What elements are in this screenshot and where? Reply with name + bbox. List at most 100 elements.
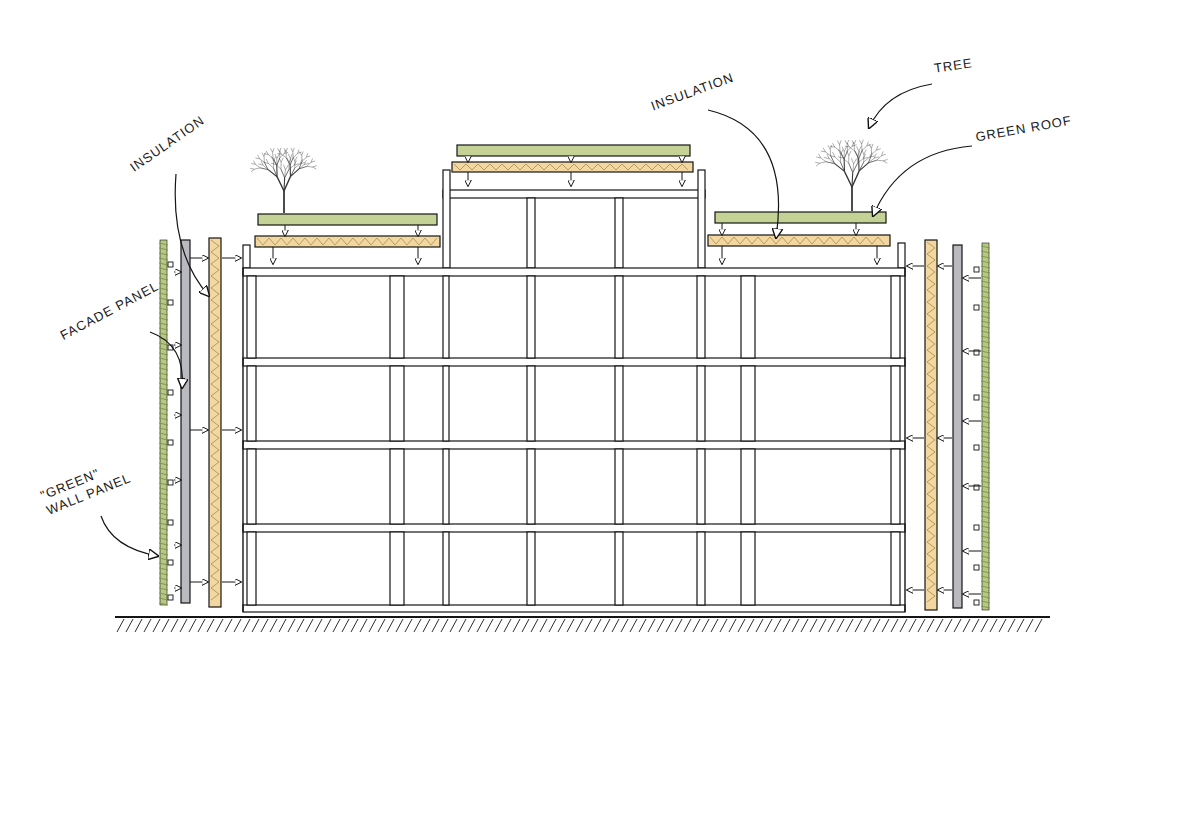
tree-branch	[851, 187, 853, 211]
green-wall-foliage	[981, 271, 990, 273]
insulation-hatch	[257, 238, 437, 245]
column	[247, 532, 256, 605]
column	[741, 449, 755, 524]
load-arrow	[907, 590, 924, 591]
green-wall-foliage	[159, 518, 168, 520]
ground-hatch	[1008, 619, 1015, 632]
green-wall-foliage	[159, 453, 168, 455]
tree-branch	[307, 166, 313, 168]
green-wall-foliage	[981, 266, 990, 268]
tree-branch	[862, 140, 864, 144]
tree-branch	[820, 162, 826, 163]
green-wall-foliage	[159, 493, 168, 495]
floor-slab	[243, 524, 905, 532]
ground-hatch	[396, 619, 403, 632]
ground-hatch	[1017, 619, 1024, 632]
callout-label: TREE	[933, 55, 974, 76]
tree-branch	[857, 159, 863, 164]
tree-branch	[849, 147, 854, 151]
ground-hatch	[243, 619, 250, 632]
tree-branch	[854, 159, 857, 164]
green-wall-foliage	[159, 348, 168, 350]
leader-line	[150, 332, 182, 388]
ground-line	[115, 616, 1050, 618]
load-arrow	[856, 223, 857, 235]
ground-hatch	[117, 619, 124, 632]
green-wall-foliage	[981, 276, 990, 278]
green-wall-foliage	[159, 378, 168, 380]
ground-hatch	[477, 619, 484, 632]
ground-hatch	[981, 619, 988, 632]
green-wall-foliage	[981, 366, 990, 368]
insulation-layer	[708, 235, 890, 246]
column	[390, 366, 404, 441]
ground-hatch	[675, 619, 682, 632]
tree-branch	[258, 155, 260, 159]
tree-branch	[849, 163, 853, 173]
green-roof-layer	[457, 145, 690, 156]
ground-hatch	[333, 619, 340, 632]
green-wall-foliage	[159, 458, 168, 460]
tree-branch	[845, 140, 847, 144]
ground-hatch	[864, 619, 871, 632]
green-wall-foliage	[159, 558, 168, 560]
green-wall-foliage	[159, 263, 168, 265]
wall-bracket	[168, 595, 173, 600]
green-wall-foliage	[981, 336, 990, 338]
green-wall-foliage	[981, 491, 990, 493]
tree-branch	[293, 148, 294, 152]
insulation-layer	[452, 162, 693, 172]
ground-hatch	[801, 619, 808, 632]
tree-branch	[295, 157, 297, 161]
green-wall-foliage	[159, 268, 168, 270]
tree-branch	[854, 140, 856, 144]
green-wall-foliage	[159, 528, 168, 530]
tree-branch	[840, 154, 841, 161]
leader-line	[175, 174, 209, 296]
green-wall-foliage	[981, 286, 990, 288]
tree-branch	[262, 153, 264, 157]
insulation-layer	[255, 236, 440, 247]
ground-hatch	[783, 619, 790, 632]
load-arrow	[174, 545, 181, 546]
tree-branch	[284, 170, 286, 178]
tree-branch	[844, 147, 846, 152]
column	[527, 532, 535, 605]
green-wall-foliage	[981, 546, 990, 548]
tree-branch	[263, 165, 268, 170]
ground-hatch	[459, 619, 466, 632]
tree-branch	[831, 156, 835, 164]
column	[891, 532, 900, 605]
ground-hatch	[720, 619, 727, 632]
tree-branch	[882, 154, 886, 156]
wall-bracket	[974, 600, 979, 605]
load-arrow	[682, 156, 683, 162]
column	[443, 366, 449, 441]
green-wall-foliage	[981, 411, 990, 413]
ground-hatch	[558, 619, 565, 632]
tree-branch	[307, 162, 311, 166]
ground-hatch	[531, 619, 538, 632]
column	[247, 366, 256, 441]
ground-hatch	[441, 619, 448, 632]
tree-branch	[277, 177, 284, 191]
tree-branch	[883, 159, 887, 161]
ground-hatch	[288, 619, 295, 632]
green-wall-foliage	[159, 428, 168, 430]
load-arrow	[938, 266, 952, 267]
green-wall-foliage	[981, 601, 990, 603]
tree-branch	[844, 171, 852, 187]
tree-branch	[833, 143, 835, 147]
tree-branch	[869, 144, 871, 148]
load-arrow	[190, 430, 208, 431]
ground-hatch	[774, 619, 781, 632]
ground-hatch	[819, 619, 826, 632]
green-wall-foliage	[981, 426, 990, 428]
tree-branch	[858, 159, 859, 171]
green-roof-layer	[258, 214, 437, 225]
tree-branch	[874, 157, 879, 158]
tree-branch	[300, 162, 305, 163]
tree-branch	[285, 152, 286, 158]
green-wall-foliage	[981, 496, 990, 498]
column	[697, 449, 705, 524]
